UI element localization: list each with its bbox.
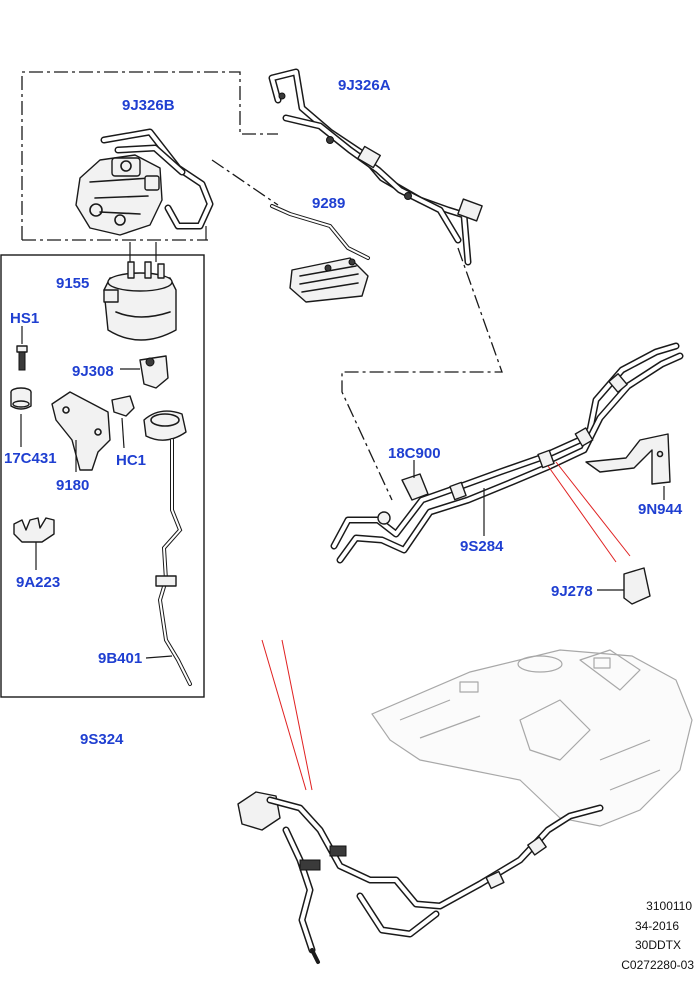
part-9S284-main-fuel-line [330,342,684,564]
part-9155-fuel-filter [103,226,207,341]
red-callout-lines [261,461,631,791]
label-9J326A: 9J326A [338,77,391,94]
label-9S324: 9S324 [80,731,124,748]
label-18C900: 18C900 [388,445,441,462]
part-HC1-clip [111,395,135,449]
label-17C431: 17C431 [4,450,57,467]
part-9N944-bracket [585,433,671,500]
label-HS1: HS1 [10,310,39,327]
label-9S284: 9S284 [460,538,504,555]
ref-line-3: 30DDTX [635,938,681,952]
phantom-line-to-9289 [211,159,279,206]
fuel-tank-ghost [371,649,693,827]
part-9J326A-fuel-line [268,68,483,266]
label-9J326B: 9J326B [122,97,175,114]
phantom-line-9J326A-to-9S284 [341,247,503,501]
label-9155: 9155 [56,275,89,292]
ref-line-2: 34-2016 [635,919,679,933]
reference-block: 3100110 34-2016 30DDTX C0272280-03 [621,899,694,972]
label-9N944: 9N944 [638,501,683,518]
assembled-fuel-lines [237,791,604,964]
label-9A223: 9A223 [16,574,60,591]
ref-line-1: 3100110 [646,899,692,913]
label-9289: 9289 [312,195,345,212]
part-17C431-isolator [10,387,32,447]
part-9B401-hose [143,410,192,686]
label-9J308: 9J308 [72,363,114,380]
label-9180: 9180 [56,477,89,494]
part-HS1-bolt [16,326,28,371]
part-9A223-clip [13,517,55,570]
part-18C900-bracket [401,460,429,501]
kit-box-9S324 [0,254,205,698]
part-9J326B-pipe-assembly [75,128,214,236]
ref-line-4: C0272280-03 [621,958,694,972]
part-9J308-valve [120,355,169,389]
part-9J278-clamp [597,567,651,605]
label-9B401: 9B401 [98,650,142,667]
part-9289-fuel-cooler [270,204,370,303]
part-9180-bracket [51,391,111,472]
label-HC1: HC1 [116,452,146,469]
label-9J278: 9J278 [551,583,593,600]
assembly-outline-9J326B [21,71,278,241]
